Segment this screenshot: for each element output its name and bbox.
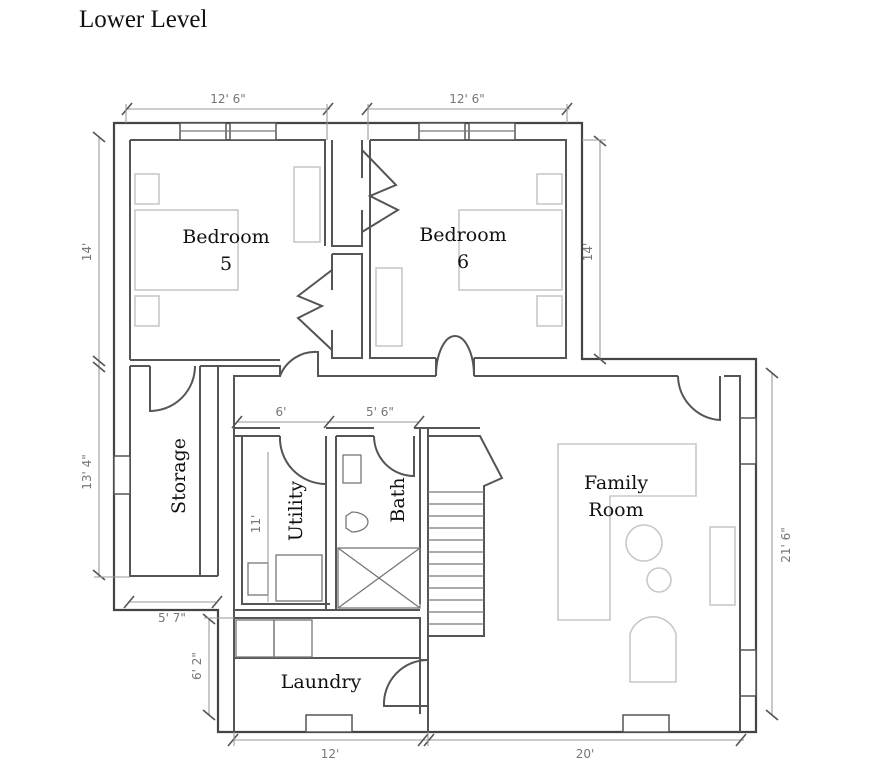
room-family-line2: Room [588, 499, 643, 521]
room-bedroom-6-name: Bedroom [419, 224, 506, 246]
room-laundry: Laundry [281, 671, 362, 693]
room-storage: Storage [168, 438, 190, 514]
room-family-line1: Family [584, 472, 648, 494]
stairs [428, 435, 504, 637]
room-utility: Utility [285, 481, 307, 542]
dim-storage-width: 5' 7" [158, 611, 186, 625]
dim-right-upper: 14' [581, 243, 595, 262]
doors [149, 149, 721, 707]
dim-utility-depth: 11' [249, 515, 263, 534]
dim-utility-width: 6' [276, 405, 287, 419]
dim-laundry-depth: 6' 2" [190, 652, 204, 680]
dim-bath-width: 5' 6" [366, 405, 394, 419]
outer-walls [112, 121, 758, 734]
dim-top-right: 12' 6" [449, 92, 485, 106]
room-bedroom-6-number: 6 [457, 251, 469, 273]
dim-left-lower: 13' 4" [80, 454, 94, 490]
room-bath: Bath [387, 477, 409, 522]
dimension-lines [92, 102, 779, 747]
dim-left-upper: 14' [80, 243, 94, 262]
dim-bottom-right: 20' [576, 747, 595, 761]
dim-top-left: 12' 6" [210, 92, 246, 106]
furniture [134, 166, 736, 683]
dim-right-lower: 21' 6" [779, 527, 793, 563]
room-bedroom-5-name: Bedroom [182, 226, 269, 248]
room-bedroom-5-number: 5 [220, 253, 232, 275]
dim-bottom-left: 12' [321, 747, 340, 761]
page-title: Lower Level [79, 6, 208, 33]
